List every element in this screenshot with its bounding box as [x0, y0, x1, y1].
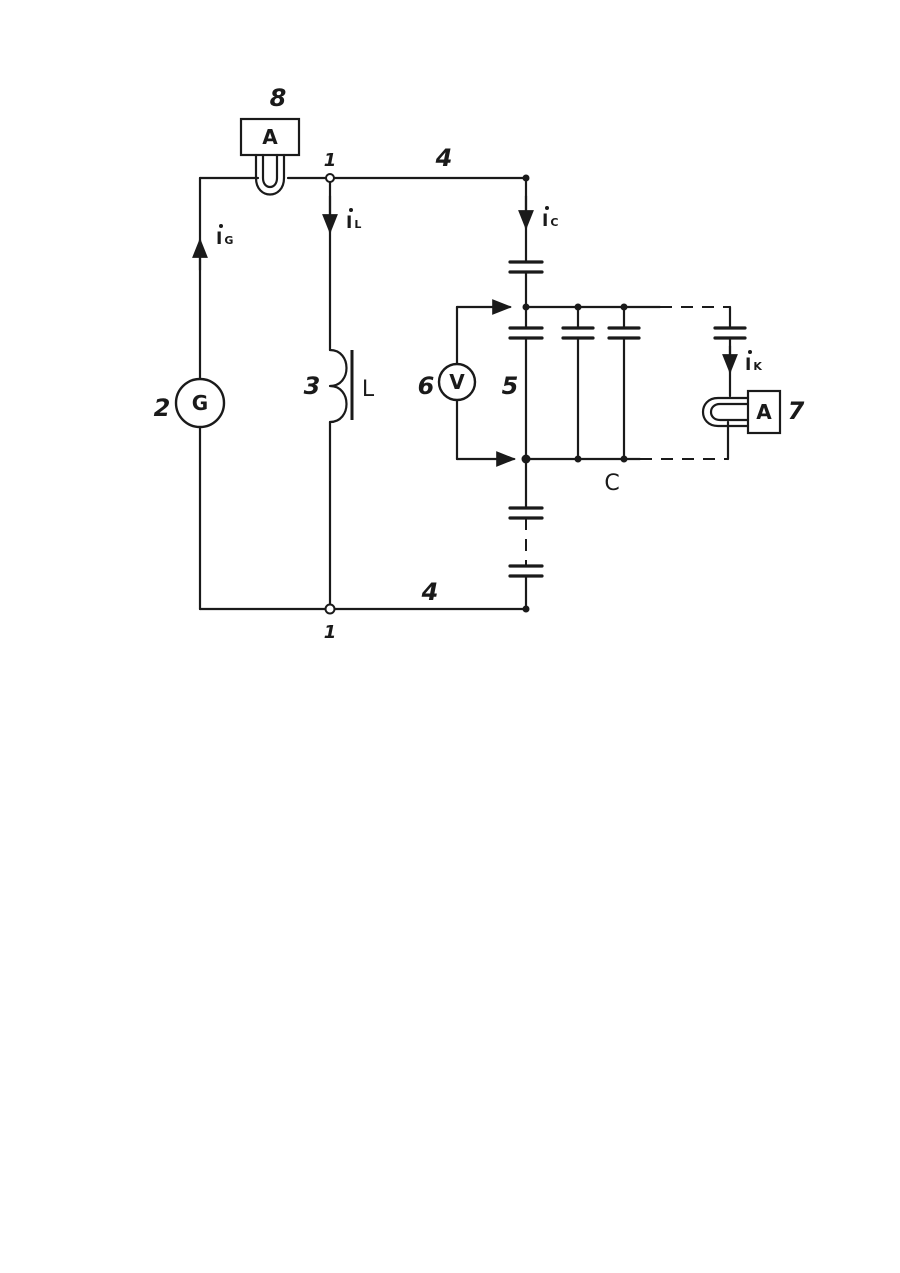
label-ammeter-top-ref: 8 — [270, 84, 287, 112]
inductor-coil-icon — [330, 350, 347, 422]
ammeter-top-symbol: A — [262, 125, 278, 149]
phasor-dot — [748, 350, 752, 354]
junction-node — [575, 456, 582, 463]
phasor-dot — [219, 224, 223, 228]
label-voltmeter-ref: 6 — [418, 372, 435, 400]
current-inductor-label: IL — [346, 213, 361, 233]
label-line-bottom: 4 — [421, 578, 439, 606]
ammeter-right-symbol: A — [756, 400, 772, 424]
ammeter-top: A — [241, 119, 299, 195]
junction-node — [575, 304, 582, 311]
phasor-dot — [349, 208, 353, 212]
label-capacitance: C — [604, 471, 619, 496]
junction-node — [523, 304, 530, 311]
label-inductance: L — [362, 377, 375, 402]
label-terminal-bottom: 1 — [324, 622, 337, 643]
terminal-bottom-node — [326, 605, 335, 614]
current-generator-label: IG — [216, 229, 233, 249]
voltmeter-symbol: V — [449, 370, 465, 394]
ammeter-right: A — [703, 391, 780, 433]
junction-node — [523, 175, 530, 182]
current-capacitor-label: IC — [542, 211, 558, 231]
junction-node — [621, 304, 628, 311]
terminal-top-node — [326, 174, 334, 182]
label-inductor-ref: 3 — [304, 372, 321, 400]
junction-node — [621, 456, 628, 463]
capacitor-bank — [526, 307, 745, 459]
current-branch-label: IK — [745, 355, 762, 375]
junction-node — [523, 606, 530, 613]
label-generator-ref: 2 — [154, 394, 171, 422]
label-terminal-top: 1 — [324, 150, 337, 171]
label-ammeter-right-ref: 7 — [788, 397, 805, 425]
label-capacitor-bank-ref: 5 — [502, 372, 519, 400]
phasor-dot — [545, 206, 549, 210]
junction-node — [522, 455, 531, 464]
generator-symbol: G — [192, 391, 208, 415]
inductor-branch — [330, 178, 352, 609]
label-line-top: 4 — [435, 144, 453, 172]
